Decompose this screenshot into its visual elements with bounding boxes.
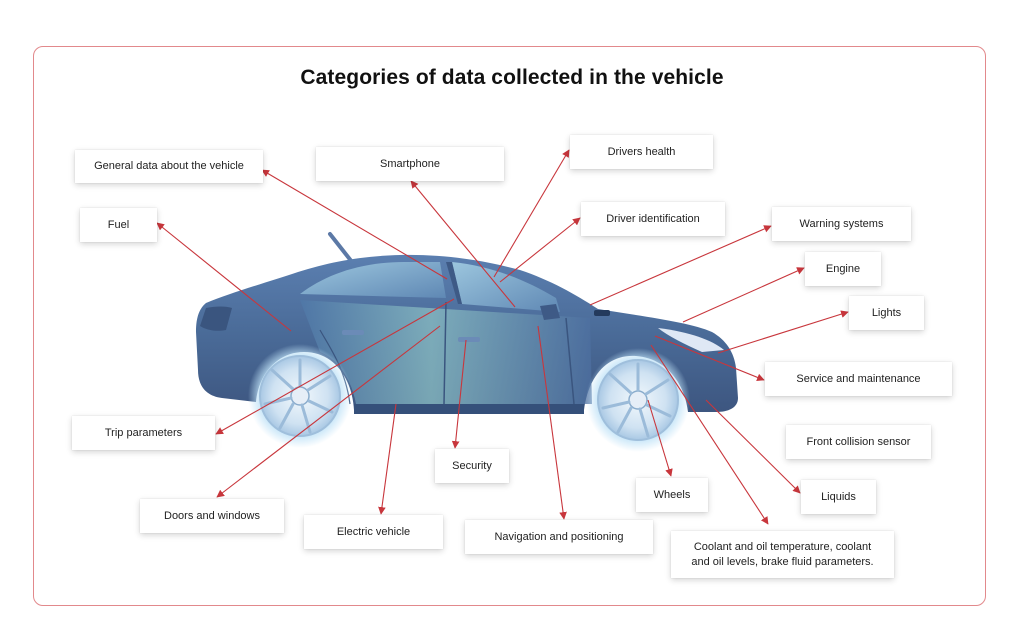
label-general-data: General data about the vehicle <box>75 150 263 183</box>
label-trip-parameters: Trip parameters <box>72 416 215 450</box>
arrow-trip <box>215 298 455 435</box>
arrow-service <box>654 335 765 381</box>
connector-arrows <box>156 149 849 525</box>
label-driver-identification: Driver identification <box>581 202 725 236</box>
label-liquids: Liquids <box>801 480 876 514</box>
arrow-engine <box>682 267 805 323</box>
label-warning-systems: Warning systems <box>772 207 911 241</box>
arrow-navigation <box>537 325 567 520</box>
label-electric-vehicle: Electric vehicle <box>304 515 443 549</box>
label-lights: Lights <box>849 296 924 330</box>
label-fuel: Fuel <box>80 208 157 242</box>
arrow-wheels <box>647 399 673 477</box>
label-drivers-health: Drivers health <box>570 135 713 169</box>
diagram-title: Categories of data collected in the vehi… <box>300 66 724 89</box>
label-wheels: Wheels <box>636 478 708 512</box>
arrow-smartphone <box>410 180 516 308</box>
label-navigation-positioning: Navigation and positioning <box>465 520 653 554</box>
label-coolant-line-1: Coolant and oil temperature, coolant <box>693 540 872 553</box>
front-wheel <box>586 348 690 452</box>
arrow-liquids <box>705 399 801 494</box>
diagram-frame <box>33 46 986 606</box>
arrow-doors <box>216 325 441 498</box>
antenna <box>328 232 354 264</box>
arrow-warning-systems <box>589 225 772 306</box>
label-coolant-oil: Coolant and oil temperature, coolant and… <box>671 531 894 578</box>
arrow-electric <box>378 403 397 515</box>
arrow-lights <box>717 310 849 354</box>
arrow-fuel <box>156 222 292 332</box>
label-doors-windows: Doors and windows <box>140 499 284 533</box>
arrow-coolant <box>650 344 769 525</box>
arrow-drivers-health <box>493 149 570 278</box>
label-service-maintenance: Service and maintenance <box>765 362 952 396</box>
label-coolant-line-2: and oil levels, brake fluid parameters. <box>691 555 874 568</box>
arrow-driver-identification <box>499 217 581 283</box>
label-smartphone: Smartphone <box>316 147 504 181</box>
rear-wheel <box>248 344 352 448</box>
arrow-general <box>261 169 448 280</box>
arrow-security <box>451 339 467 449</box>
label-front-collision-sensor: Front collision sensor <box>786 425 931 459</box>
label-engine: Engine <box>805 252 881 286</box>
label-security: Security <box>435 449 509 483</box>
